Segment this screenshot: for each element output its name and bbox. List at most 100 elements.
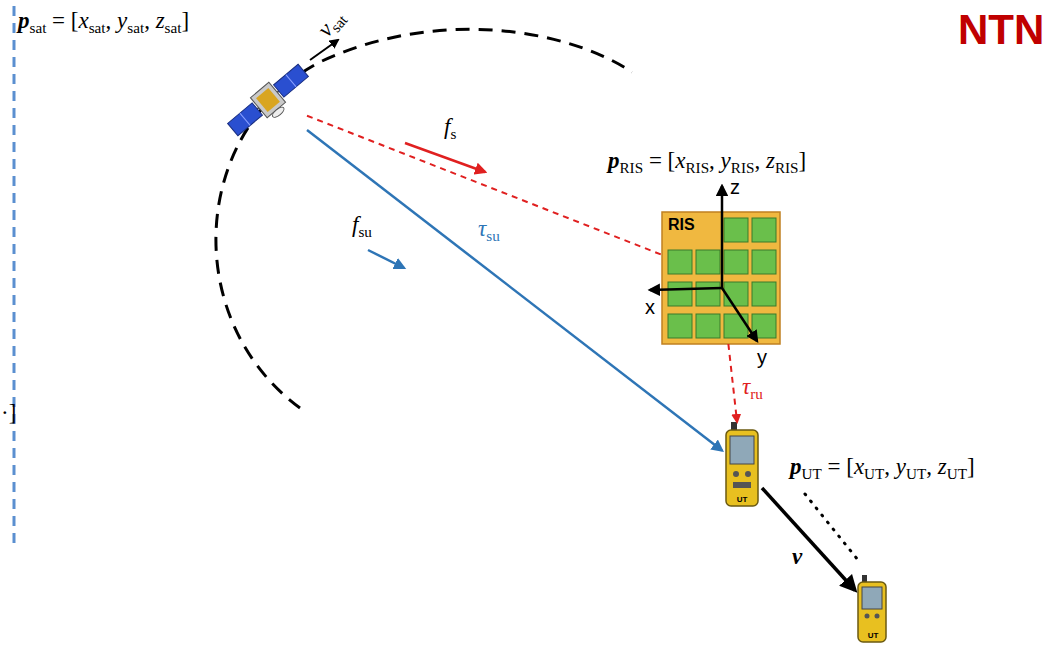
text-run: ] [181,8,189,33]
text-run: z [938,454,947,479]
ris-element [724,314,748,338]
text-run: s [450,125,456,142]
satellite-icon [271,105,286,119]
user-terminal-node: UT [855,575,891,645]
text-run: , [754,148,766,173]
velocity-arrow [310,40,338,60]
text-run: τ [742,374,750,399]
text-run: y [757,346,767,368]
ris-element [752,282,776,306]
text-run: su [358,223,372,240]
axis-label: z [730,176,740,199]
ut-device-icon [858,582,886,642]
corner-title: NTN [958,6,1044,54]
device-label: UT [855,631,891,640]
text-run: RIS [668,216,695,233]
text-run: f [352,212,358,237]
text-run: ru [750,385,763,402]
coordinate-axes [650,186,757,341]
text-run: RIS [685,159,709,176]
text-run: UT [868,631,879,640]
ris-element [696,282,720,306]
ris-element [724,218,748,242]
ris-element [696,250,720,274]
text-run: , [926,454,938,479]
text-run: UT [906,465,926,482]
position-label: pRIS = [xRIS, yRIS, zRIS] [608,148,806,176]
text-run: ·] [1,400,16,425]
coordinate-axes [721,186,724,288]
satellite-icon [240,113,250,125]
ris-element [724,282,748,306]
frequency-label: fsu [352,212,372,240]
ut-device-icon [733,471,739,477]
satellite-icon [286,75,296,87]
ut-device-icon [726,422,758,506]
text-run: RIS [731,159,755,176]
edge-label: v [792,544,802,570]
ris-element [752,250,776,274]
ris-element [752,218,776,242]
edge-label: τru [742,374,763,402]
ris-node: RISpRIS = [xRIS, yRIS, zRIS] [662,212,780,344]
satellite-node: psat = [xsat, ysat, zsat] [232,62,307,140]
text-run: , [144,8,156,33]
text-run: y [896,454,906,479]
text-run: = [ [822,454,854,479]
text-run: x [645,296,655,318]
text-run: τ [478,216,486,241]
text-run: , [884,454,896,479]
text-run: z [766,148,775,173]
ris-element [668,250,692,274]
frame-divider [13,6,16,545]
ut-device-icon [862,587,882,609]
cut-label: ·] [1,400,16,426]
text-run: p [608,148,620,173]
text-run: RIS [620,159,644,176]
ris-link [307,116,662,255]
frequency-label: fs [444,114,456,142]
text-run: f [444,114,450,139]
position-label: pUT = [xUT, yUT, zUT] [790,454,975,482]
text-run: y [117,8,127,33]
ris-element [668,282,692,306]
satellite-icon [274,64,309,97]
text-run: ] [967,454,975,479]
device-label: UT [722,495,762,504]
ut-device-icon [730,436,754,464]
ut-device-icon [745,471,751,477]
text-run: NTN [958,6,1044,53]
ut-device-icon [875,614,880,619]
axis-label: y [757,346,767,369]
edge-label: τsu [478,216,500,244]
velocity-label: vsat [312,5,351,44]
text-run: UT [864,465,884,482]
position-label: psat = [xsat, ysat, zsat] [18,8,189,36]
frequency-arrow [405,143,485,172]
text-run: y [721,148,731,173]
satellite-icon [224,60,315,144]
text-run: su [486,227,500,244]
text-run: z [156,8,165,33]
text-run: sat [30,19,47,36]
coordinate-axes [722,288,757,341]
text-run: UT [802,465,822,482]
satellite-icon [256,88,280,112]
text-run: x [854,454,864,479]
text-run: z [730,176,740,198]
ut-device-icon [865,614,870,619]
text-run: ] [799,148,807,173]
text-run: p [18,8,30,33]
motion-trail [805,494,858,560]
text-run: UT [947,465,967,482]
ris-element [668,314,692,338]
text-run: , [709,148,721,173]
text-run: sat [127,19,144,36]
text-run: UT [737,495,748,504]
text-run: = [ [643,148,675,173]
ris-element [696,314,720,338]
ut-device-icon [858,575,886,642]
text-run: v [792,544,802,569]
